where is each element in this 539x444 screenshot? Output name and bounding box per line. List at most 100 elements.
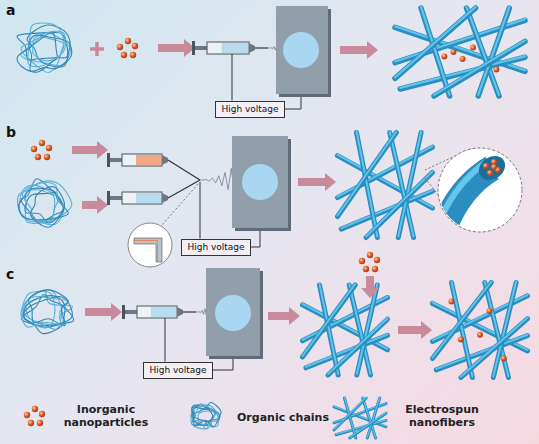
- needle: [183, 311, 196, 312]
- plunger-head: [107, 153, 110, 167]
- process-arrow: [72, 141, 108, 159]
- nanofiber-highlight: [334, 397, 366, 429]
- nanoparticle: [125, 38, 131, 44]
- box-text: High voltage: [221, 104, 278, 115]
- nanofiber-highlight: [341, 190, 432, 228]
- process-arrow: [268, 307, 300, 325]
- nanofiber: [334, 398, 366, 430]
- nanoparticles: [24, 406, 45, 426]
- syringe: [107, 153, 200, 180]
- barrel: [207, 42, 249, 54]
- solution: [151, 307, 176, 317]
- nanoparticle: [359, 258, 365, 264]
- panel-label: c: [6, 266, 14, 282]
- nozzle: [162, 193, 168, 203]
- nanoparticle: [483, 163, 489, 169]
- nanofiber: [366, 172, 433, 237]
- organic-chains: [191, 403, 221, 430]
- process-arrow: [82, 196, 108, 214]
- legend-text: Organic chains: [228, 411, 338, 424]
- nanofiber-highlight: [461, 318, 528, 377]
- leader-line: [162, 184, 198, 225]
- process-arrow: [340, 41, 378, 59]
- nanofiber-highlight: [395, 7, 476, 77]
- barrel: [122, 192, 162, 204]
- plunger-rod: [110, 158, 122, 162]
- nanofiber-mesh: [395, 7, 525, 96]
- polymer-chain: [29, 290, 69, 326]
- fiber-deposit: [215, 295, 251, 331]
- collector-plate: [232, 136, 288, 228]
- wire: [213, 359, 233, 370]
- solution: [222, 43, 248, 53]
- nozzle: [177, 307, 183, 317]
- nanoparticle: [39, 411, 45, 417]
- nanoparticle: [374, 257, 380, 263]
- collector-plate: [206, 268, 260, 356]
- plunger-rod: [195, 46, 207, 50]
- polymer-chain: [192, 407, 213, 426]
- wire: [200, 182, 201, 239]
- nanoparticle: [363, 266, 369, 272]
- voltage-box: High voltage: [143, 362, 212, 379]
- nanofiber: [303, 285, 356, 357]
- polymer-chain: [17, 33, 57, 72]
- wire: [232, 54, 233, 101]
- nanofiber: [433, 283, 492, 359]
- nanoparticle: [39, 140, 45, 146]
- inner-nozzle: [134, 240, 158, 262]
- nanoparticle: [493, 67, 499, 73]
- polymer-chain: [21, 179, 64, 222]
- nanoparticle: [451, 49, 457, 55]
- nanofiber-highlight: [434, 40, 525, 95]
- nanoparticle: [117, 44, 123, 50]
- organic-chains: [17, 179, 71, 228]
- fiber-highlight: [436, 162, 486, 232]
- nanoparticle: [449, 299, 455, 305]
- nanofiber-highlight: [328, 318, 388, 374]
- nanoparticle: [491, 164, 497, 170]
- wire: [285, 97, 301, 109]
- process-arrow: [361, 276, 379, 298]
- nanofiber-mesh: [334, 397, 386, 438]
- nanofiber-highlight: [350, 413, 386, 438]
- polymer-chain: [24, 289, 62, 329]
- collector-plate: [276, 6, 328, 94]
- panel-label: a: [6, 2, 15, 18]
- plunger-rod: [110, 196, 122, 200]
- nanofiber-mesh: [433, 282, 528, 378]
- nanoparticle: [46, 145, 52, 151]
- polymer-chain: [193, 405, 215, 430]
- nanoparticles: [359, 252, 380, 272]
- nanofiber: [350, 413, 386, 438]
- syringe: [107, 180, 200, 205]
- polymer-chain: [30, 187, 64, 228]
- nanoparticle: [487, 170, 493, 176]
- needle: [255, 47, 268, 48]
- nanoparticle: [130, 52, 136, 58]
- nanoparticle: [132, 43, 138, 49]
- nanoparticle: [31, 146, 37, 152]
- nanoparticle: [487, 308, 493, 314]
- fiber-deposit: [242, 164, 278, 200]
- needle: [168, 180, 200, 198]
- nanofiber-highlight: [433, 282, 492, 358]
- coaxial-inset: [128, 223, 172, 267]
- process-arrow: [85, 303, 122, 321]
- plus-sign: [90, 42, 104, 56]
- plunger-head: [192, 41, 195, 55]
- polymer-chain: [191, 405, 216, 429]
- nanoparticle: [470, 45, 476, 51]
- wire: [165, 318, 166, 362]
- voltage-box: High voltage: [181, 239, 250, 256]
- barrel: [122, 154, 162, 166]
- nanoparticle: [460, 56, 466, 62]
- needle: [168, 160, 200, 180]
- nozzle: [249, 43, 255, 53]
- nanofiber-highlight: [366, 171, 433, 236]
- legend-text: Electrospun nanofibers: [394, 403, 490, 429]
- nanoparticle: [501, 356, 507, 362]
- nanoparticle: [372, 266, 378, 272]
- polymer-chain: [29, 35, 72, 71]
